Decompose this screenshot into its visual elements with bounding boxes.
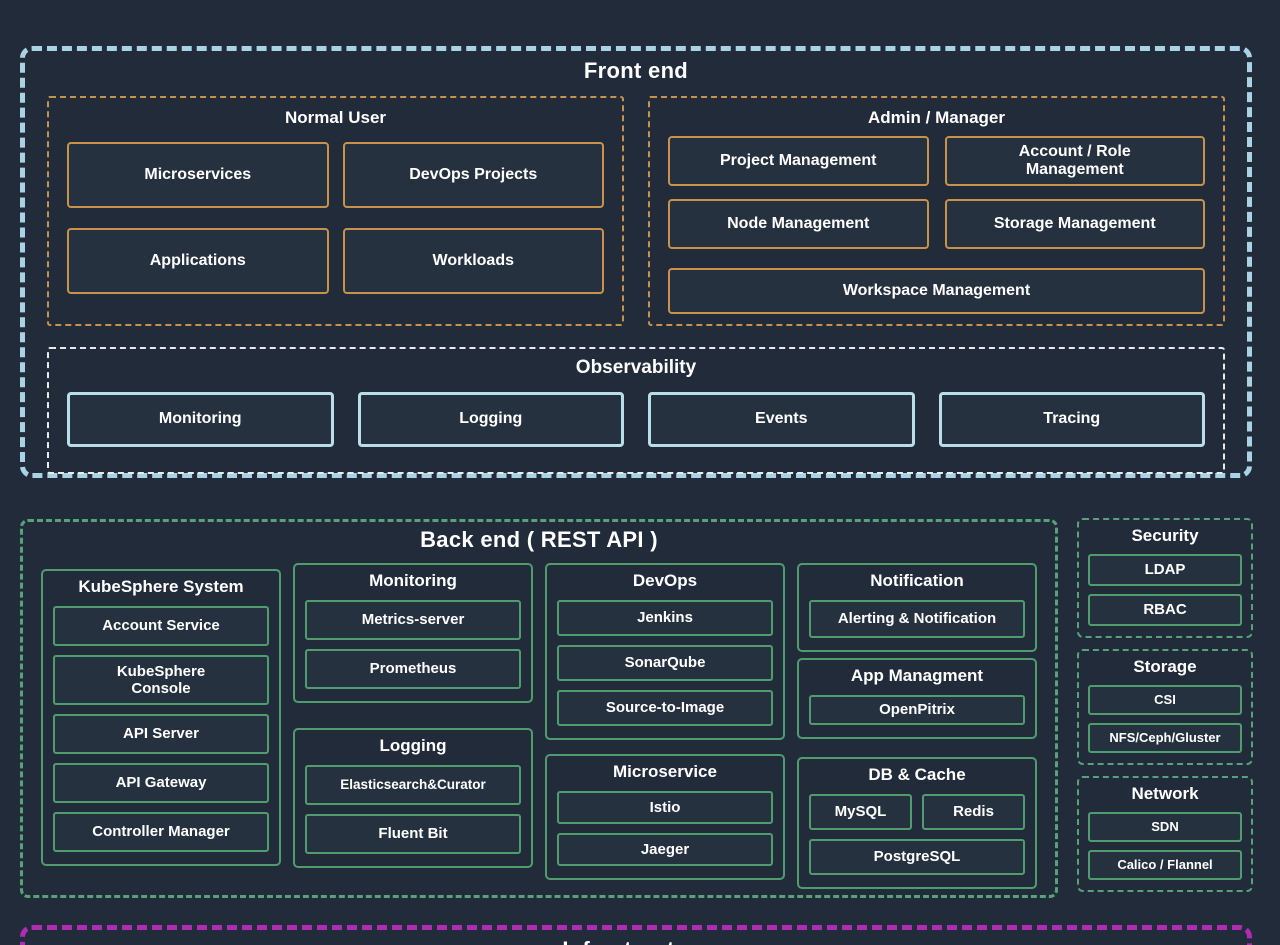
back-end-title: Back end ( REST API ) [420,527,658,552]
box-metrics-server: Metrics-server [305,600,521,640]
group-monitoring: Monitoring Metrics-server Prometheus [293,563,533,703]
devops-title: DevOps [632,571,698,590]
kubesphere-console-label: KubeSphere Console [116,662,206,697]
box-jaeger: Jaeger [557,833,773,866]
group-db-cache: DB & Cache MySQL Redis PostgreSQL [797,757,1037,889]
kubesphere-system-title: KubeSphere System [78,577,244,596]
infrastructure-title: Infrastructure [25,937,1247,945]
group-microservice: Microservice Istio Jaeger [545,754,785,880]
box-csi: CSI [1088,685,1242,715]
admin-manager-title: Admin / Manager [868,108,1005,127]
box-alerting-notification: Alerting & Notification [809,600,1025,638]
back-end-col-2: Monitoring Metrics-server Prometheus Log… [293,563,533,868]
normal-user-title: Normal User [284,108,387,127]
admin-manager-grid: Project Management Account / Role Manage… [668,136,1205,314]
box-obs-events: Events [648,392,915,447]
box-controller-manager: Controller Manager [53,812,269,852]
group-network: Network SDN Calico / Flannel [1077,776,1253,892]
monitoring-title: Monitoring [369,571,457,590]
network-title: Network [1131,784,1199,803]
group-security: Security LDAP RBAC [1077,518,1253,638]
box-postgresql: PostgreSQL [809,839,1025,875]
group-observability: Observability Monitoring Logging Events … [47,347,1225,474]
section-back-end: Back end ( REST API ) KubeSphere System … [20,519,1058,898]
box-source-to-image: Source-to-Image [557,690,773,726]
box-istio: Istio [557,791,773,824]
group-admin-manager: Admin / Manager Project Management Accou… [648,96,1225,326]
security-title: Security [1131,526,1199,545]
back-end-col-4: Notification Alerting & Notification App… [797,563,1037,889]
group-devops: DevOps Jenkins SonarQube Source-to-Image [545,563,785,740]
box-obs-monitoring: Monitoring [67,392,334,447]
logging-title: Logging [379,736,447,755]
front-end-title: Front end [583,58,689,83]
box-sonarqube: SonarQube [557,645,773,681]
box-mysql: MySQL [809,794,912,830]
box-openpitrix: OpenPitrix [809,695,1025,725]
storage-title: Storage [1133,657,1197,676]
box-project-management: Project Management [668,136,929,186]
box-devops-projects: DevOps Projects [342,142,604,208]
group-logging: Logging Elasticsearch&Curator Fluent Bit [293,728,533,868]
box-account-role-management: Account / Role Management [944,136,1205,186]
sidebar-groups: Security LDAP RBAC Storage CSI NFS/Ceph/… [1077,518,1253,903]
box-kubesphere-console: KubeSphere Console [53,655,269,705]
box-api-server: API Server [53,714,269,754]
group-kubesphere-system: KubeSphere System Account Service KubeSp… [41,569,281,866]
box-nfs-ceph-gluster: NFS/Ceph/Gluster [1088,723,1242,753]
microservice-title: Microservice [613,762,717,781]
box-workspace-management: Workspace Management [668,268,1205,314]
back-end-columns: KubeSphere System Account Service KubeSp… [23,553,1055,889]
box-microservices: Microservices [67,142,329,208]
box-obs-tracing: Tracing [938,392,1205,447]
normal-user-grid: Microservices DevOps Projects Applicatio… [67,142,604,294]
notification-title: Notification [870,571,964,590]
box-jenkins: Jenkins [557,600,773,636]
box-calico-flannel: Calico / Flannel [1088,850,1242,880]
front-end-user-row: Normal User Microservices DevOps Project… [47,96,1225,326]
section-front-end: Front end Normal User Microservices DevO… [20,46,1252,478]
box-node-management: Node Management [668,199,929,249]
app-management-title: App Managment [850,666,984,685]
box-applications: Applications [67,228,329,294]
box-fluent-bit: Fluent Bit [305,814,521,854]
box-rbac: RBAC [1088,594,1242,626]
box-workloads: Workloads [342,228,604,294]
group-notification: Notification Alerting & Notification [797,563,1037,652]
box-obs-logging: Logging [357,392,624,447]
box-account-service: Account Service [53,606,269,646]
box-redis: Redis [922,794,1025,830]
box-elasticsearch-curator: Elasticsearch&Curator [305,765,521,805]
box-sdn: SDN [1088,812,1242,842]
observability-title: Observability [575,357,697,378]
group-storage: Storage CSI NFS/Ceph/Gluster [1077,649,1253,765]
group-app-management: App Managment OpenPitrix [797,658,1037,739]
box-storage-management: Storage Management [944,199,1205,249]
db-cache-title: DB & Cache [868,765,966,784]
box-api-gateway: API Gateway [53,763,269,803]
observability-row: Monitoring Logging Events Tracing [67,392,1205,447]
box-prometheus: Prometheus [305,649,521,689]
section-infrastructure: Infrastructure [20,925,1252,945]
db-cache-row: MySQL Redis [809,794,1025,830]
back-end-col-3: DevOps Jenkins SonarQube Source-to-Image… [545,563,785,880]
back-end-col-1: KubeSphere System Account Service KubeSp… [41,563,281,866]
box-ldap: LDAP [1088,554,1242,586]
group-normal-user: Normal User Microservices DevOps Project… [47,96,624,326]
account-role-label: Account / Role Management [1018,142,1131,178]
